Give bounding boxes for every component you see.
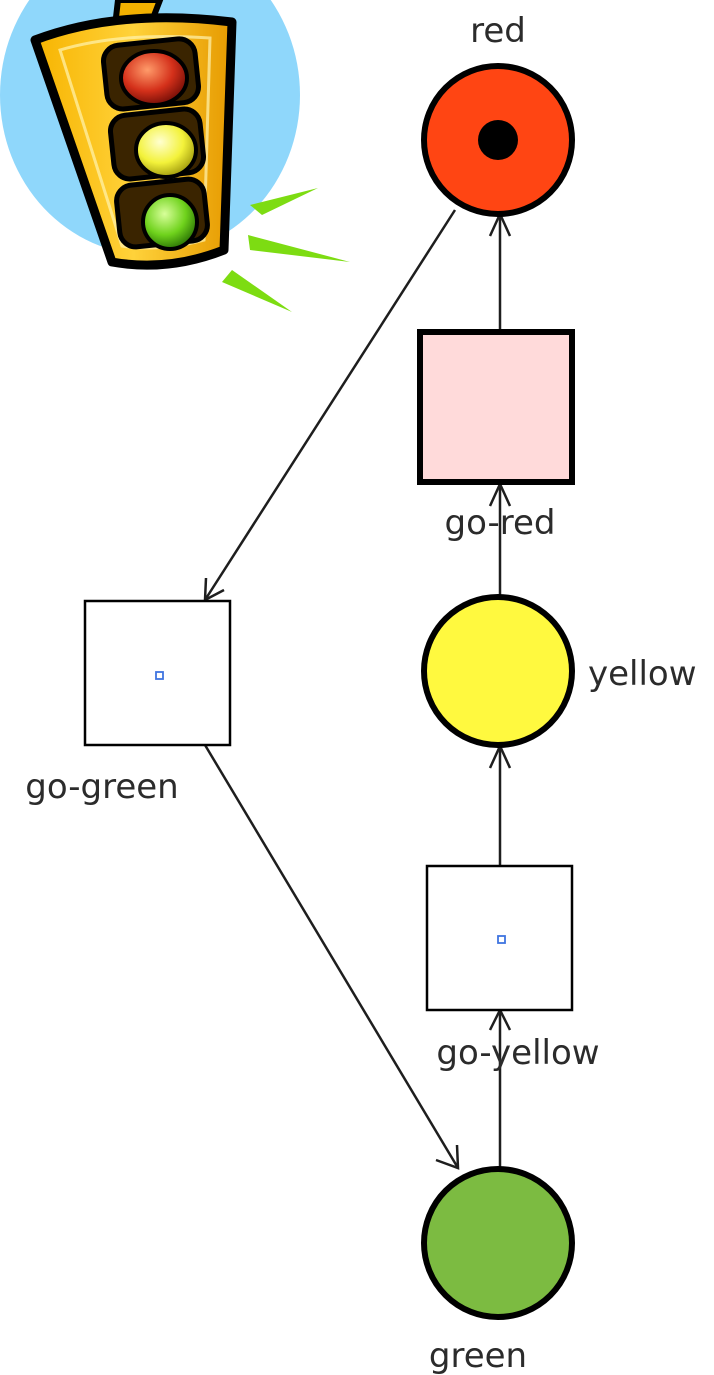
green-lamp-icon [141,193,199,251]
transition-go-yellow[interactable] [425,864,574,1012]
label-red: red [470,11,526,51]
arc-go-green-to-green [203,744,460,1169]
spark-icon [248,235,350,262]
label-go-green: go-green [25,767,178,807]
enabled-marker-icon [155,671,164,680]
yellow-lamp-icon [134,121,198,179]
label-go-yellow: go-yellow [436,1033,599,1073]
label-go-red: go-red [444,503,555,543]
enabled-marker-icon [497,935,506,944]
red-lamp-icon [119,49,189,107]
arrowhead-icon [435,1144,460,1170]
transition-go-red[interactable] [417,329,575,485]
spark-icon [250,188,318,215]
place-green[interactable] [421,1166,575,1320]
spark-icon [222,270,292,312]
transition-go-green[interactable] [83,599,232,747]
token-icon [478,120,518,160]
label-green: green [429,1336,527,1375]
traffic-light-clipart [0,0,350,312]
arc-red-to-go-green [203,209,457,601]
place-yellow[interactable] [421,594,575,748]
label-yellow: yellow [588,654,697,694]
